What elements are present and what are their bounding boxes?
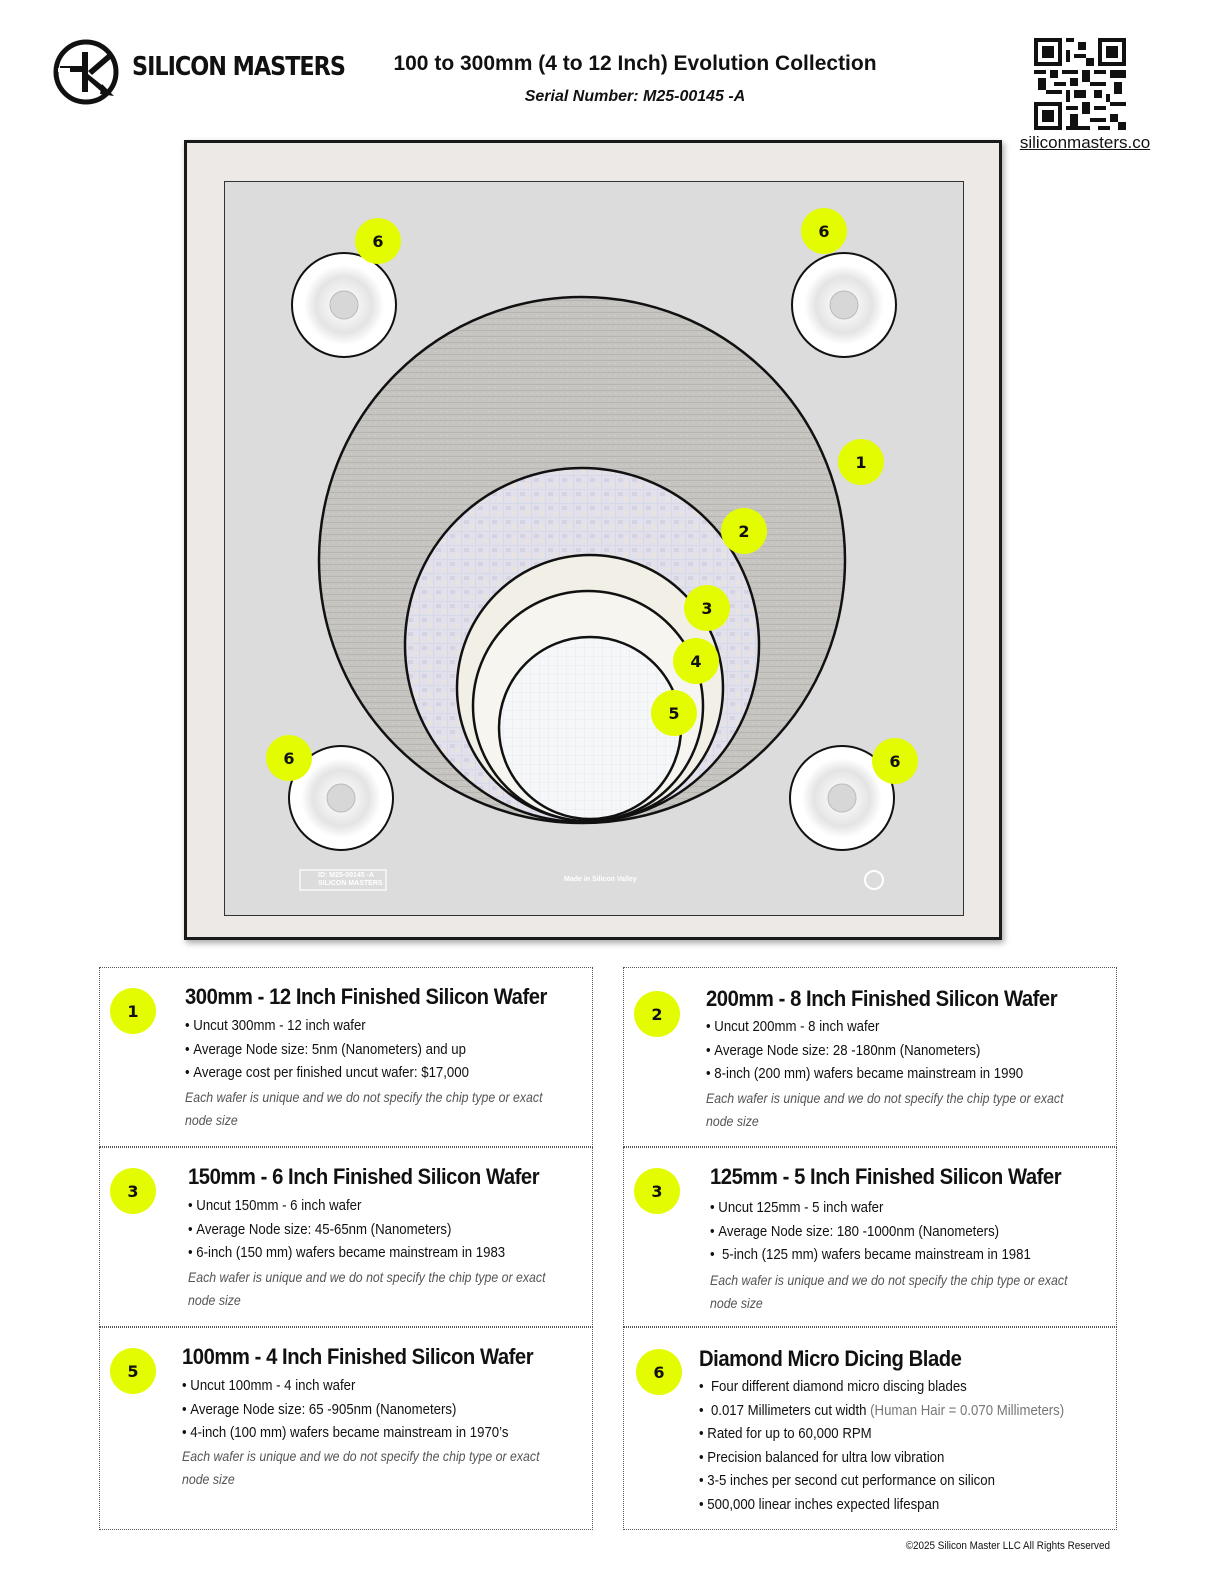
list-item: Precision balanced for ultra low vibrati…: [699, 1446, 1064, 1470]
card-note: Each wafer is unique and we do not speci…: [710, 1272, 1068, 1311]
list-item: Average Node size: 65 -905nm (Nanometers…: [182, 1398, 508, 1422]
list-item: Average Node size: 28 -180nm (Nanometers…: [706, 1039, 1023, 1063]
list-item: 500,000 linear inches expected lifespan: [699, 1493, 1064, 1517]
dicing-blade-bottom-left: [288, 745, 394, 851]
human-hair-comparison: (Human Hair = 0.070 Millimeters): [866, 1401, 1065, 1419]
card-note: Each wafer is unique and we do not speci…: [185, 1089, 543, 1128]
badge-wafer-125: 4: [673, 638, 719, 684]
list-item: Average Node size: 5nm (Nanometers) and …: [185, 1038, 469, 1062]
serial-number: Serial Number: M25-00145 -A: [524, 88, 746, 105]
website-link[interactable]: siliconmasters.co: [1019, 133, 1151, 152]
copyright: ©2025 Silicon Master LLC All Rights Rese…: [905, 1540, 1110, 1552]
list-item: 3-5 inches per second cut performance on…: [699, 1469, 1064, 1493]
cut-width-text: 0.017 Millimeters cut width: [707, 1401, 867, 1419]
badge-wafer-300: 1: [838, 439, 884, 485]
card-badge: 2: [634, 991, 680, 1037]
card-badge: 5: [110, 1348, 156, 1394]
card-badge: 3: [110, 1168, 156, 1214]
badge-blade-bottom-right: 6: [872, 738, 918, 784]
badge-wafer-100: 5: [651, 690, 697, 736]
badge-wafer-200: 2: [721, 508, 767, 554]
qr-code-icon[interactable]: [1034, 38, 1126, 130]
card-300mm-wafer: 1 300mm - 12 Inch Finished Silicon Wafer…: [99, 967, 593, 1147]
wafer-display-illustration: [288, 252, 897, 891]
page-title: 100 to 300mm (4 to 12 Inch) Evolution Co…: [393, 52, 877, 75]
card-badge: 6: [636, 1349, 682, 1395]
dicing-blade-top-right: [791, 252, 897, 358]
list-item: Four different diamond micro discing bla…: [699, 1375, 1064, 1399]
list-item: Average Node size: 45-65nm (Nanometers): [188, 1218, 505, 1242]
list-item: Average cost per finished uncut wafer: $…: [185, 1061, 469, 1085]
list-item: Uncut 200mm - 8 inch wafer: [706, 1015, 1023, 1039]
plate-label-line2: SILICON MASTERS: [318, 880, 383, 887]
small-logo-icon: [864, 870, 884, 890]
card-feature-list: Uncut 200mm - 8 inch wafer Average Node …: [706, 1015, 1023, 1086]
card-feature-list: Uncut 125mm - 5 inch wafer Average Node …: [710, 1196, 1031, 1267]
list-item: 0.017 Millimeters cut width (Human Hair …: [699, 1399, 1064, 1423]
list-item: 4-inch (100 mm) wafers became mainstream…: [182, 1421, 508, 1445]
card-125mm-wafer: 3 125mm - 5 Inch Finished Silicon Wafer …: [623, 1147, 1117, 1327]
card-feature-list: Uncut 300mm - 12 inch wafer Average Node…: [185, 1014, 469, 1085]
card-note: Each wafer is unique and we do not speci…: [188, 1269, 546, 1308]
badge-blade-top-left: 6: [355, 218, 401, 264]
list-item: Uncut 125mm - 5 inch wafer: [710, 1196, 1031, 1220]
brand-name: SILICON MASTERS: [132, 52, 346, 82]
list-item: Rated for up to 60,000 RPM: [699, 1422, 1064, 1446]
card-title: 200mm - 8 Inch Finished Silicon Wafer: [706, 986, 1058, 1011]
card-dicing-blade: 6 Diamond Micro Dicing Blade Four differ…: [623, 1327, 1117, 1530]
card-badge: 3: [634, 1168, 680, 1214]
dicing-blade-top-left: [291, 252, 397, 358]
card-badge: 1: [110, 988, 156, 1034]
badge-wafer-150: 3: [684, 585, 730, 631]
card-title: Diamond Micro Dicing Blade: [699, 1346, 962, 1371]
card-feature-list: Four different diamond micro discing bla…: [699, 1375, 1064, 1516]
wafer-100mm: [497, 635, 683, 821]
silicon-masters-logo-icon: [53, 39, 119, 105]
list-item: Uncut 150mm - 6 inch wafer: [188, 1194, 505, 1218]
card-note: Each wafer is unique and we do not speci…: [706, 1090, 1064, 1129]
plate-label-line1: ID: M25-00145 -A: [318, 872, 375, 879]
card-feature-list: Uncut 150mm - 6 inch wafer Average Node …: [188, 1194, 505, 1265]
card-title: 100mm - 4 Inch Finished Silicon Wafer: [182, 1344, 534, 1369]
dicing-blade-bottom-right: [789, 745, 895, 851]
card-title: 300mm - 12 Inch Finished Silicon Wafer: [185, 984, 547, 1009]
serial-plate: [299, 869, 387, 891]
card-note: Each wafer is unique and we do not speci…: [182, 1448, 540, 1487]
list-item: 8-inch (200 mm) wafers became mainstream…: [706, 1062, 1023, 1086]
badge-blade-top-right: 6: [801, 208, 847, 254]
list-item: 5-inch (125 mm) wafers became mainstream…: [710, 1243, 1031, 1267]
card-150mm-wafer: 3 150mm - 6 Inch Finished Silicon Wafer …: [99, 1147, 593, 1327]
badge-blade-bottom-left: 6: [266, 735, 312, 781]
list-item: Uncut 100mm - 4 inch wafer: [182, 1374, 508, 1398]
card-title: 125mm - 5 Inch Finished Silicon Wafer: [710, 1164, 1062, 1189]
list-item: Uncut 300mm - 12 inch wafer: [185, 1014, 469, 1038]
card-title: 150mm - 6 Inch Finished Silicon Wafer: [188, 1164, 540, 1189]
card-100mm-wafer: 5 100mm - 4 Inch Finished Silicon Wafer …: [99, 1327, 593, 1530]
list-item: Average Node size: 180 -1000nm (Nanomete…: [710, 1220, 1031, 1244]
list-item: 6-inch (150 mm) wafers became mainstream…: [188, 1241, 505, 1265]
made-in-label: Made in Silicon Valley: [564, 876, 637, 883]
card-feature-list: Uncut 100mm - 4 inch wafer Average Node …: [182, 1374, 508, 1445]
card-200mm-wafer: 2 200mm - 8 Inch Finished Silicon Wafer …: [623, 967, 1117, 1147]
